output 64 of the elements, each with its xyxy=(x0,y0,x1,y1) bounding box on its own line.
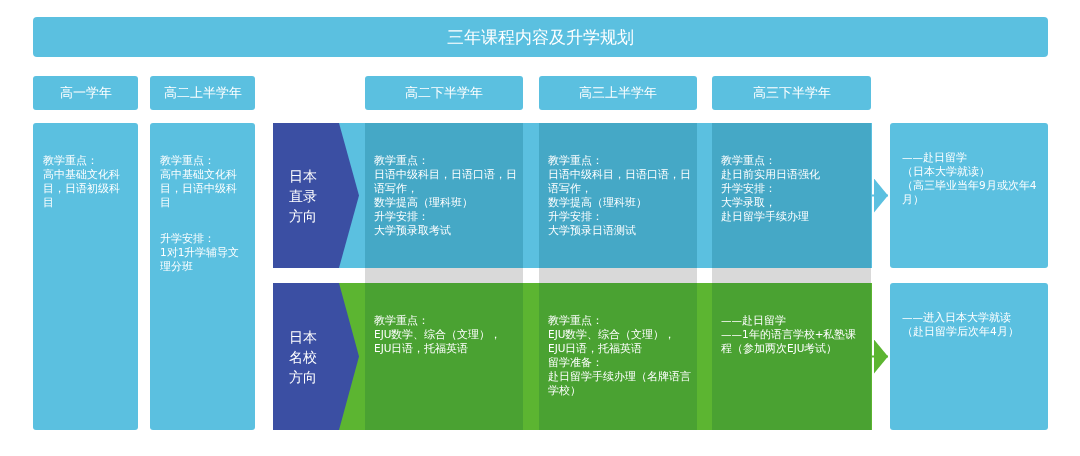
direction-text: 日本直录方向 xyxy=(289,166,318,226)
content-text: 升学安排： xyxy=(374,209,430,223)
row-band xyxy=(273,283,872,430)
title-band xyxy=(33,17,1048,57)
content-text: （赴日留学后次年4月） xyxy=(902,324,1020,338)
content-box xyxy=(150,123,255,430)
content-text: ——进入日本大学就读 xyxy=(902,310,1012,324)
header-text: 高一学年 xyxy=(59,84,112,102)
content-cell xyxy=(365,123,523,268)
content-text: 教学重点： xyxy=(43,153,99,167)
content-text: 数学提高（理科班） xyxy=(548,195,648,209)
content-text: EJU日语，托福英语 xyxy=(374,341,470,355)
row-band xyxy=(273,123,872,268)
content-text: 大学预录日语测试 xyxy=(548,223,637,237)
content-text: 日语中级科目，日语口语，日语写作， xyxy=(374,167,517,195)
content-cell xyxy=(365,283,523,430)
content-text: EJU日语，托福英语 xyxy=(548,341,644,355)
content-text: 教学重点： xyxy=(374,313,430,327)
content-box xyxy=(890,283,1048,430)
content-text: 赴日留学手续办理（名牌语言学校） xyxy=(548,369,691,397)
content-text: 1对1升学辅导文理分班 xyxy=(160,245,241,273)
semester-header xyxy=(365,76,523,110)
row-label xyxy=(273,283,359,430)
semester-header xyxy=(712,76,871,110)
content-text: 教学重点： xyxy=(160,153,216,167)
content-text: 数学提高（理科班） xyxy=(374,195,474,209)
content-text: 日语中级科目，日语口语，日语写作， xyxy=(548,167,691,195)
direction-text: 日本名校方向 xyxy=(289,327,318,387)
content-text: 留学准备： xyxy=(548,355,604,369)
content-cell xyxy=(539,123,697,268)
content-text: （日本大学就读） xyxy=(902,164,991,178)
content-text: 大学录取， xyxy=(721,195,777,209)
content-text: 赴日留学手续办理 xyxy=(721,209,810,223)
content-text: 升学安排： xyxy=(160,231,216,245)
title-text: 三年课程内容及升学规划 xyxy=(447,25,634,49)
content-cell xyxy=(712,123,871,268)
content-text: 教学重点： xyxy=(721,153,777,167)
content-cell xyxy=(539,283,697,430)
header-text: 高二上半学年 xyxy=(163,84,242,102)
content-text: 赴日前实用日语强化 xyxy=(721,167,821,181)
content-box xyxy=(33,123,138,430)
semester-header xyxy=(150,76,255,110)
content-text: 教学重点： xyxy=(374,153,430,167)
content-text: ——赴日留学 xyxy=(721,313,787,327)
content-text: 教学重点： xyxy=(548,313,604,327)
header-text: 高三下半学年 xyxy=(752,84,831,102)
content-text: 升学安排： xyxy=(548,209,604,223)
content-text: （高三毕业当年9月或次年4月） xyxy=(902,178,1038,206)
header-text: 高二下半学年 xyxy=(405,84,483,102)
content-cell xyxy=(712,283,871,430)
content-text: EJU数学、综合（文理）， xyxy=(374,327,503,341)
content-text: ——1年的语言学校+私塾课程（参加两次EJU考试） xyxy=(721,327,858,355)
row-label xyxy=(273,123,359,268)
content-box xyxy=(890,123,1048,268)
content-text: 升学安排： xyxy=(721,181,777,195)
content-text: 教学重点： xyxy=(548,153,604,167)
content-text: 大学预录取考试 xyxy=(374,223,452,237)
semester-header xyxy=(33,76,138,110)
semester-header xyxy=(539,76,697,110)
content-text: 高中基础文化科目，日语初级科目 xyxy=(43,167,121,209)
content-text: ——赴日留学 xyxy=(902,150,968,164)
content-text: EJU数学、综合（文理）， xyxy=(548,327,677,341)
header-text: 高三上半学年 xyxy=(579,84,657,102)
content-text: 高中基础文化科目，日语中级科目 xyxy=(160,167,238,209)
